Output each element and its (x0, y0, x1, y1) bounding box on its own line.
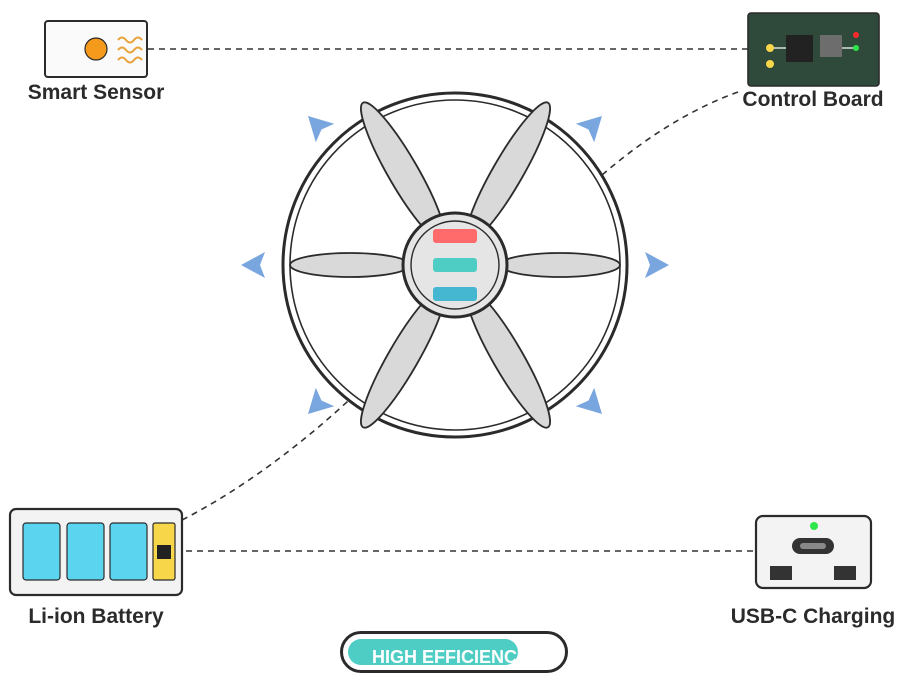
sensor-waves (117, 36, 143, 64)
sensor-icon (44, 20, 148, 78)
battery-icon (8, 507, 184, 597)
chip-large (786, 35, 813, 62)
chip-small (820, 35, 842, 57)
airflow-arrow-icon (645, 252, 669, 278)
charging-label: USB-C Charging (730, 605, 896, 628)
airflow-arrow-icon (575, 387, 602, 414)
fan-blades (289, 101, 621, 429)
airflow-arrows (241, 116, 669, 414)
fan-icon (281, 91, 629, 439)
airflow-arrow-icon (308, 116, 335, 143)
airflow-arrow-icon (241, 252, 265, 278)
fan-blade (289, 252, 411, 278)
fan-blade (499, 252, 621, 278)
battery-cell (109, 522, 148, 581)
battery-connector (181, 377, 373, 521)
efficiency-badge-text: HIGH EFFICIENCY (372, 647, 518, 665)
charging-led (810, 522, 818, 530)
battery-cell (66, 522, 105, 581)
sensor-dot (84, 37, 108, 61)
hub-bar-teal (433, 258, 477, 272)
battery-label: Li-ion Battery (28, 605, 164, 628)
led-green (853, 45, 859, 51)
smart-sensor-label: Smart Sensor (27, 81, 165, 104)
led-red (853, 32, 859, 38)
control-board-label: Control Board (742, 88, 884, 111)
hub-bar-red (433, 229, 477, 243)
hub-bar-blue (433, 287, 477, 301)
circuit-board-icon (747, 12, 880, 87)
fan-hub (401, 211, 509, 319)
airflow-arrow-icon (308, 387, 335, 414)
efficiency-badge-fill: HIGH EFFICIENCY (348, 639, 518, 665)
battery-cell (22, 522, 61, 581)
efficiency-badge: HIGH EFFICIENCY (340, 631, 568, 673)
airflow-arrow-icon (575, 116, 602, 143)
usb-c-port-icon (754, 514, 873, 590)
